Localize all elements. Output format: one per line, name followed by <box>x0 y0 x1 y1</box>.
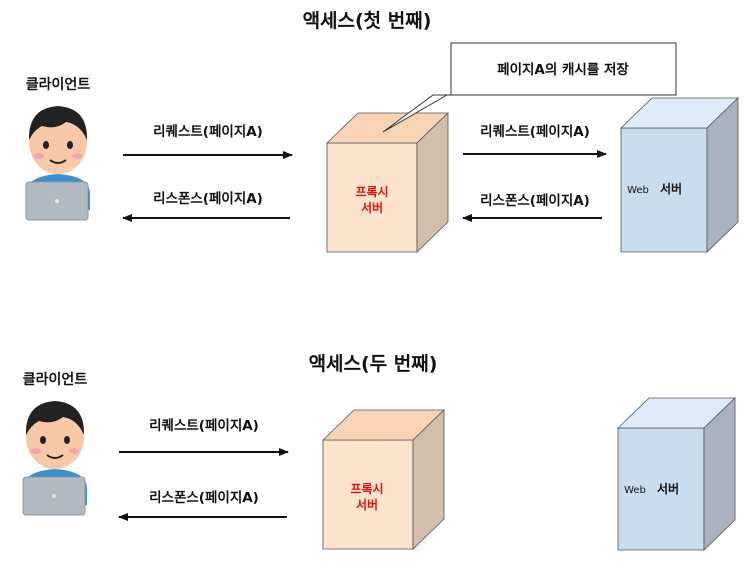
client-label: 클라이언트 <box>23 371 88 388</box>
request-left-label: 리퀘스트(페이지A) <box>149 417 259 434</box>
response-left-label: 리스폰스(페이지A) <box>153 190 263 207</box>
server-web-label: Web <box>624 485 646 496</box>
response-left-label: 리스폰스(페이지A) <box>149 489 259 506</box>
client-person-icon <box>25 106 90 221</box>
proxy-label-line1: 프록시 <box>350 481 383 496</box>
client-person-icon <box>22 401 87 516</box>
web-server-box <box>620 97 739 253</box>
server-box-side <box>706 97 739 253</box>
proxy-label-line1: 프록시 <box>355 184 388 199</box>
scene-second-access: 액세스(두 번째) 클라이언트 리퀘스트(페이지A) 리스폰스(페이지A) 프록… <box>22 353 736 551</box>
scene-first-access: 액세스(첫 번째) 클라이언트 리퀘스트(페이지A) 리스폰스(페이지A) 프록… <box>25 10 739 253</box>
request-right-label: 리퀘스트(페이지A) <box>480 123 590 140</box>
response-right-label: 리스폰스(페이지A) <box>480 192 590 209</box>
proxy-label-line2: 서버 <box>361 200 383 215</box>
cache-callout: 페이지A의 캐시를 저장 <box>382 42 677 133</box>
server-label: 서버 <box>660 181 682 196</box>
proxy-label-line2: 서버 <box>356 497 378 512</box>
server-box-side <box>703 397 736 551</box>
web-server-box <box>617 397 736 551</box>
scene-title: 액세스(두 번째) <box>309 353 438 375</box>
proxy-box-side <box>416 112 449 253</box>
server-label: 서버 <box>657 481 679 496</box>
scene-title: 액세스(첫 번째) <box>303 10 432 32</box>
proxy-server-box <box>326 112 449 253</box>
request-left-label: 리퀘스트(페이지A) <box>153 123 263 140</box>
client-label: 클라이언트 <box>26 76 91 93</box>
callout-bubble <box>382 42 677 133</box>
callout-text: 페이지A의 캐시를 저장 <box>497 61 629 78</box>
proxy-box-side <box>412 409 445 550</box>
proxy-server-box <box>322 409 445 550</box>
server-web-label: Web <box>627 185 649 196</box>
